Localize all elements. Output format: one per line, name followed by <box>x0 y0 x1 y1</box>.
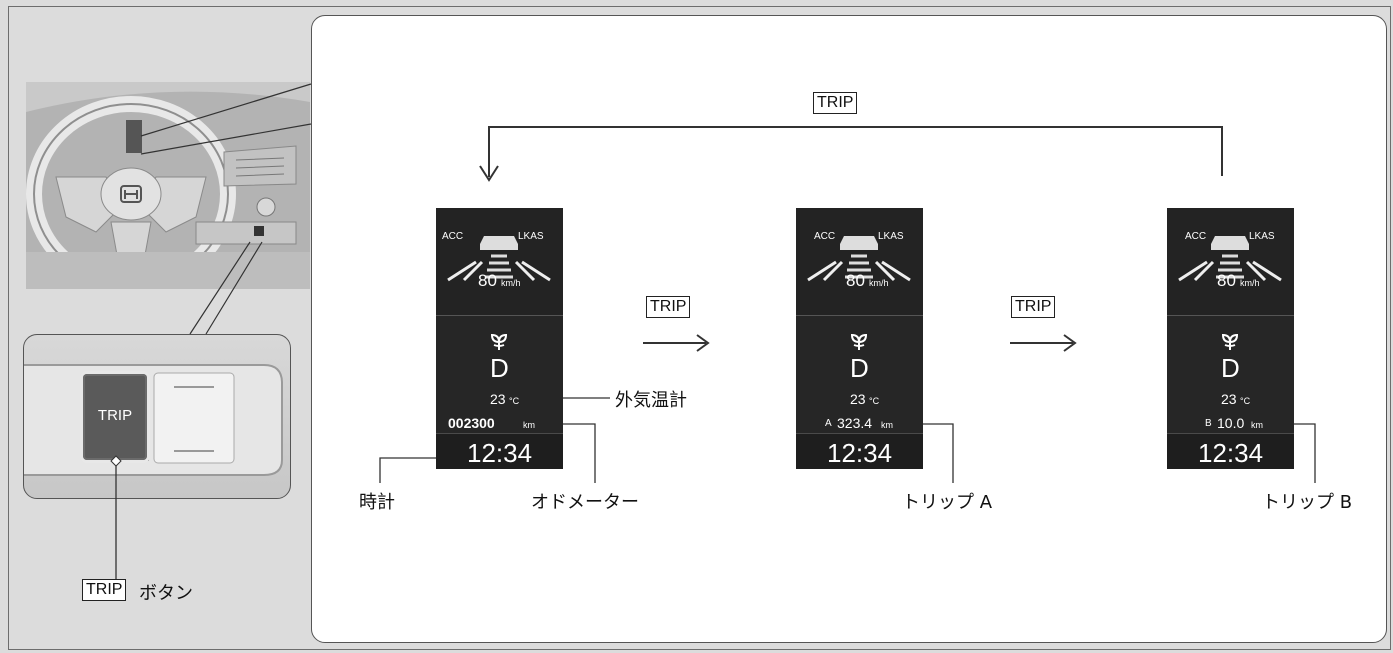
speed-unit: km/h <box>1240 278 1260 288</box>
outside-temp-callout: 外気温計 <box>615 390 687 411</box>
temperature-value: 23 <box>1221 391 1237 407</box>
temperature-value: 23 <box>490 391 506 407</box>
clock-callout: 時計 <box>359 492 395 513</box>
clock-value: 12:34 <box>467 438 533 468</box>
temperature-unit: °C <box>509 396 520 406</box>
button-caption: ボタン <box>139 583 193 604</box>
eco-leaf-icon <box>850 333 868 350</box>
trip-a-value: 323.4 <box>837 415 873 431</box>
clock-value: 12:34 <box>1198 438 1264 468</box>
meter-display-trip-a: ACC LKAS 80 km/h D 23 °C A 323.4 km 12:3… <box>796 208 923 469</box>
gear-indicator: D <box>490 353 509 383</box>
trip-key-label-1: TRIP <box>646 296 691 318</box>
eco-leaf-icon <box>490 333 508 350</box>
steering-wheel-illustration <box>26 82 310 289</box>
odometer-callout: オドメーター <box>531 492 639 513</box>
eco-leaf-icon <box>1221 333 1239 350</box>
car-lane-icon <box>807 236 911 282</box>
car-lane-icon <box>447 236 551 282</box>
speed-value: 80 <box>846 271 865 290</box>
temperature-unit: °C <box>869 396 880 406</box>
trip-a-callout: トリップ A <box>902 492 993 513</box>
dashboard-photo <box>26 82 310 289</box>
trip-key-label-button: TRIP <box>82 579 127 601</box>
trip-a-prefix: A <box>825 418 832 429</box>
trip-key-label-top: TRIP <box>813 92 858 114</box>
temperature-unit: °C <box>1240 396 1251 406</box>
lkas-indicator: LKAS <box>1249 231 1275 242</box>
lkas-indicator: LKAS <box>518 231 544 242</box>
acc-indicator: ACC <box>814 231 836 242</box>
trip-button[interactable]: TRIP <box>83 374 147 460</box>
trip-b-value: 10.0 <box>1217 415 1245 431</box>
temperature-value: 23 <box>850 391 866 407</box>
speed-value: 80 <box>1217 271 1236 290</box>
trip-b-prefix: B <box>1205 418 1212 429</box>
speed-value: 80 <box>478 271 497 290</box>
speed-unit: km/h <box>869 278 889 288</box>
trip-a-unit: km <box>881 420 893 430</box>
meter-display-trip-b: ACC LKAS 80 km/h D 23 °C B 10.0 km 12:34 <box>1167 208 1294 469</box>
lkas-indicator: LKAS <box>878 231 904 242</box>
odometer-unit: km <box>523 420 535 430</box>
speed-unit: km/h <box>501 278 521 288</box>
gear-indicator: D <box>850 353 869 383</box>
gear-indicator: D <box>1221 353 1240 383</box>
meter-display-odometer: ACC LKAS 80 km/h D 23 °C 002300 km 12:34 <box>436 208 563 469</box>
trip-key-label-2: TRIP <box>1011 296 1056 318</box>
acc-indicator: ACC <box>442 231 464 242</box>
odometer-value: 002300 <box>448 415 495 431</box>
outer-frame <box>8 6 1391 650</box>
trip-b-callout: トリップ B <box>1262 492 1353 513</box>
trip-b-unit: km <box>1251 420 1263 430</box>
acc-indicator: ACC <box>1185 231 1207 242</box>
car-lane-icon <box>1178 236 1282 282</box>
clock-value: 12:34 <box>827 438 893 468</box>
